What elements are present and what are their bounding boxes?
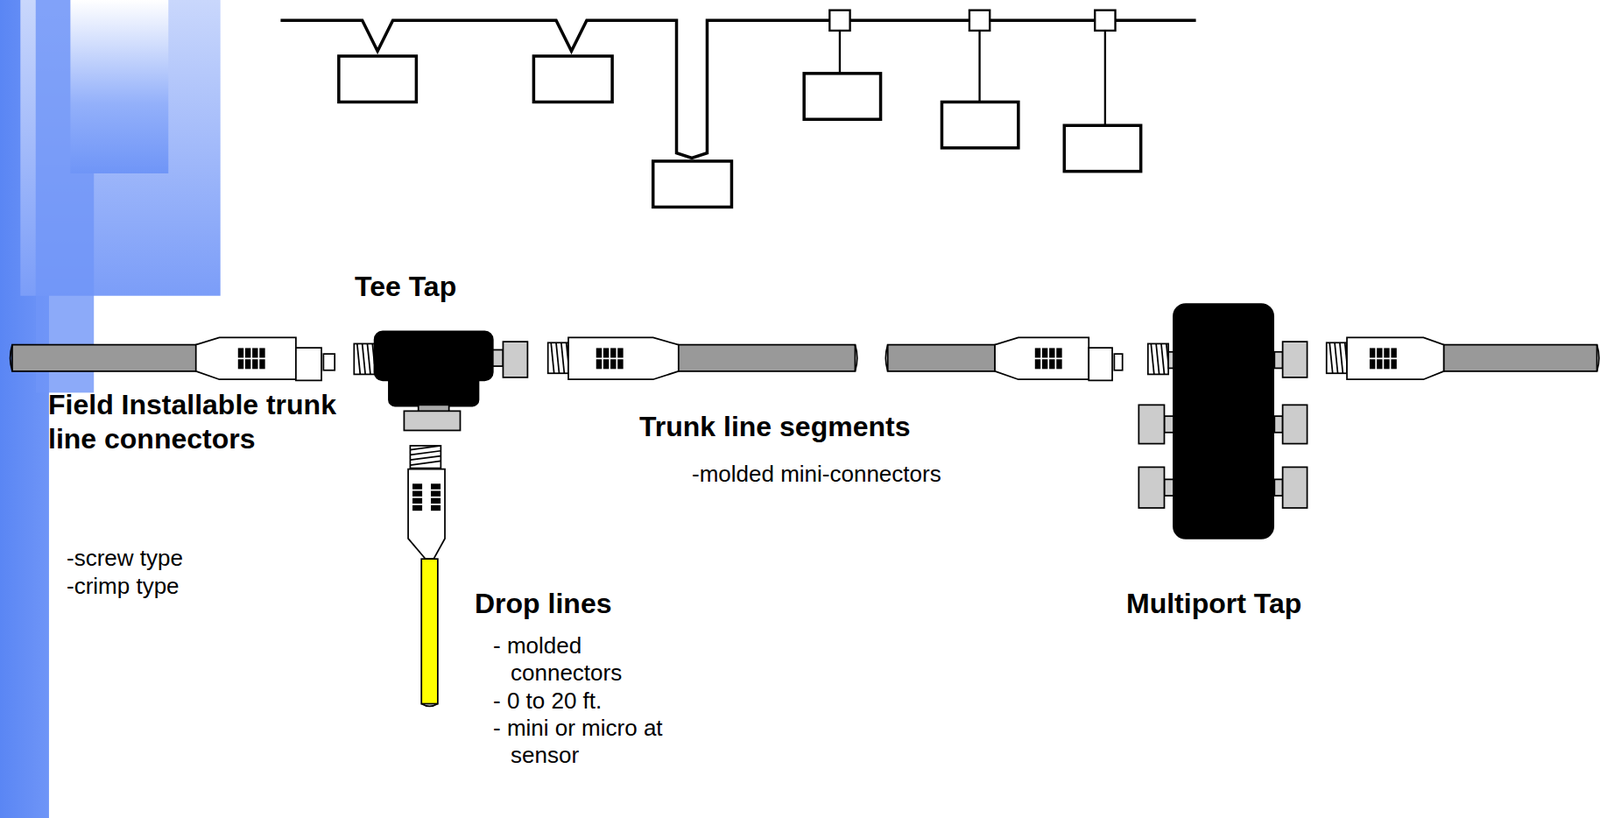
tap-label: Multiport Tap: [1126, 586, 1302, 621]
trunk-cables: [10, 303, 1600, 706]
topology-sketch: [280, 10, 1196, 208]
note-text: - 0 to 20 ft.: [493, 687, 602, 715]
connector-heading: Field Installable trunk line connectors: [48, 387, 351, 457]
tap-label: Tee Tap: [354, 269, 457, 304]
note-text: -screw type: [66, 544, 184, 572]
note-text: -crimp type: [66, 572, 180, 600]
segment-heading: Trunk line segments: [639, 409, 910, 445]
note-text: - molded connectors: [493, 632, 686, 687]
note-text: -molded mini-connectors: [691, 460, 942, 488]
note-text: - mini or micro at sensor: [493, 714, 726, 769]
drop-heading: Drop lines: [474, 586, 612, 621]
